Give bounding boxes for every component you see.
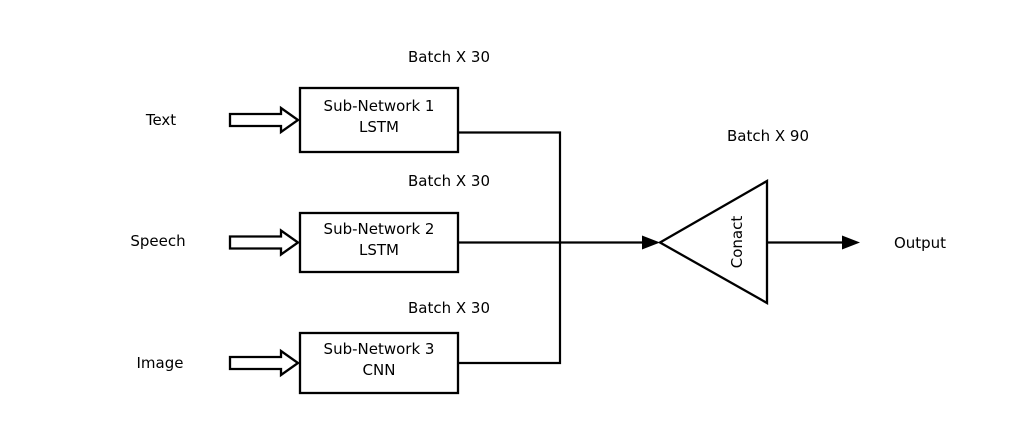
connector-elbow-bus [458, 131, 562, 365]
input-label-image: Image [137, 354, 184, 372]
subnetwork-2-box [298, 211, 460, 274]
subnetwork-2-title: Sub-Network 2 [324, 220, 435, 238]
subnetwork-1-subtitle: LSTM [359, 118, 399, 136]
input-arrow-icon [228, 348, 300, 378]
output-label: Output [894, 234, 946, 252]
subnetwork-3-title: Sub-Network 3 [324, 340, 435, 358]
batch-label-merge: Batch X 90 [727, 127, 809, 145]
input-arrow-icon [228, 105, 300, 135]
arrowhead-output-icon [842, 235, 860, 250]
batch-label-1: Batch X 30 [408, 48, 490, 66]
subnetwork-2-subtitle: LSTM [359, 241, 399, 259]
subnetwork-1-title: Sub-Network 1 [324, 97, 435, 115]
subnetwork-1-box [298, 86, 460, 154]
row-speech: Speech Batch X 30 Sub-Network 2 LSTM [130, 172, 490, 274]
merge-label: Conact [728, 216, 746, 269]
row-image: Image Batch X 30 Sub-Network 3 CNN [137, 299, 490, 395]
batch-label-2: Batch X 30 [408, 172, 490, 190]
merge-node: Batch X 90 Conact [657, 127, 809, 305]
batch-label-3: Batch X 30 [408, 299, 490, 317]
arrowhead-into-merge-icon [642, 235, 660, 250]
subnetwork-3-box [298, 331, 460, 395]
input-arrow-icon [228, 228, 300, 257]
row-text: Text Batch X 30 Sub-Network 1 LSTM [145, 48, 490, 154]
merge-triangle [657, 179, 769, 305]
subnetwork-3-subtitle: CNN [363, 361, 396, 379]
input-label-text: Text [145, 111, 176, 129]
input-label-speech: Speech [130, 232, 185, 250]
